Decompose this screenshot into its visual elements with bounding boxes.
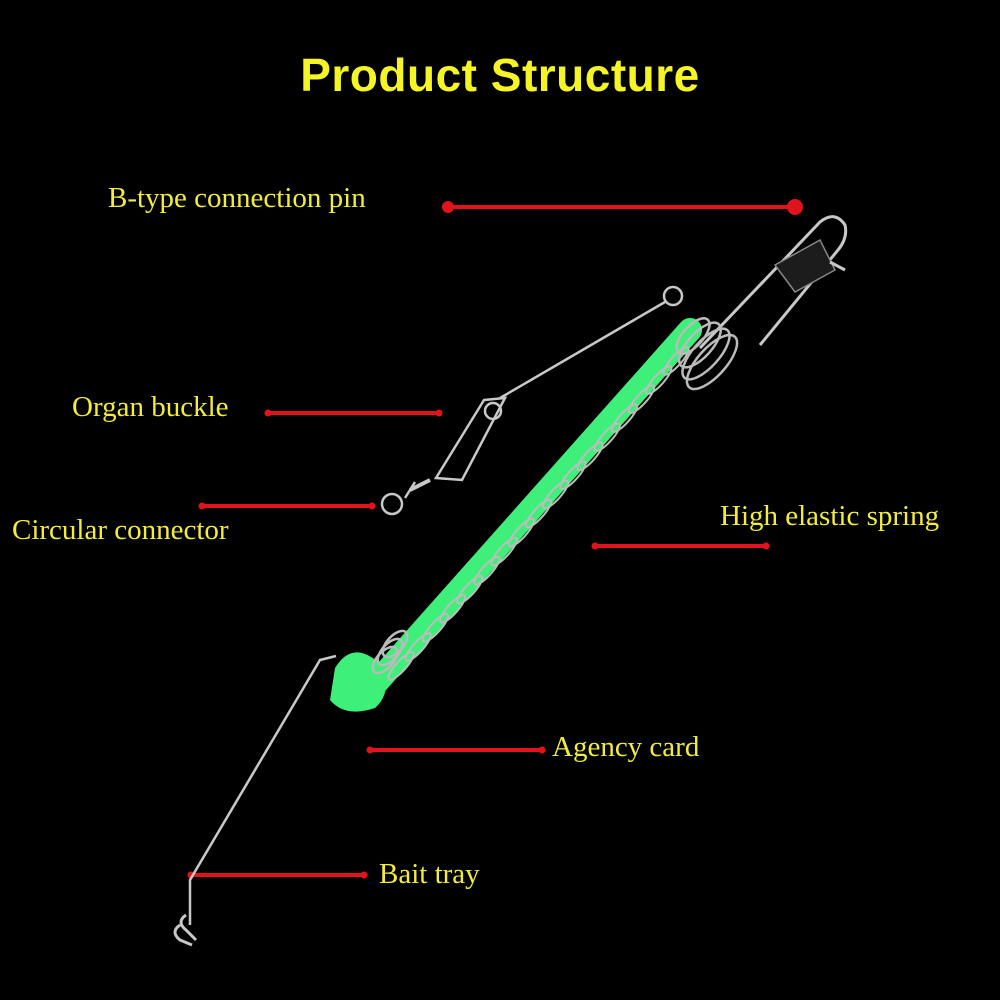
bait-tray-shape: [173, 654, 337, 947]
spring-coil: [645, 365, 673, 395]
leader-line-high-elastic-spring: [591, 542, 770, 550]
spring-coil: [559, 460, 587, 491]
label-circular-connector: Circular connector: [12, 514, 229, 546]
leader-line-agency-card: [366, 746, 546, 754]
spring-coil: [507, 517, 535, 548]
leader-line-b-type-connection-pin: [442, 199, 803, 215]
spring-coil: [542, 479, 570, 510]
spring-coil: [490, 536, 518, 567]
spring-coil: [456, 574, 484, 605]
label-b-type-connection-pin: B-type connection pin: [108, 182, 366, 214]
leader-line-organ-buckle: [264, 409, 443, 417]
spring-coil: [628, 384, 656, 414]
leader-line-bait-tray: [187, 871, 368, 879]
agency-card-shape: [330, 629, 409, 712]
spring-coil: [438, 594, 467, 624]
spring-coil: [593, 422, 621, 453]
label-high-elastic-spring: High elastic spring: [720, 500, 940, 532]
spring-coil: [387, 651, 415, 681]
spring-coil: [404, 632, 432, 662]
spring-coil: [524, 498, 553, 529]
leader-line-circular-connector: [198, 502, 376, 510]
page-title: Product Structure: [300, 49, 700, 101]
spring-coil: [610, 403, 639, 433]
spring-coil: [576, 441, 604, 472]
label-bait-tray: Bait tray: [379, 858, 480, 890]
leader-lines: [187, 199, 803, 879]
connector-wire: [380, 285, 684, 516]
label-organ-buckle: Organ buckle: [72, 391, 229, 423]
spring-coil: [421, 613, 449, 643]
label-agency-card: Agency card: [552, 731, 700, 763]
rod-shape: [358, 318, 702, 702]
top-spring-shape: [675, 317, 739, 391]
b-type-pin-shape: [698, 215, 848, 350]
spring-coil: [473, 555, 501, 586]
